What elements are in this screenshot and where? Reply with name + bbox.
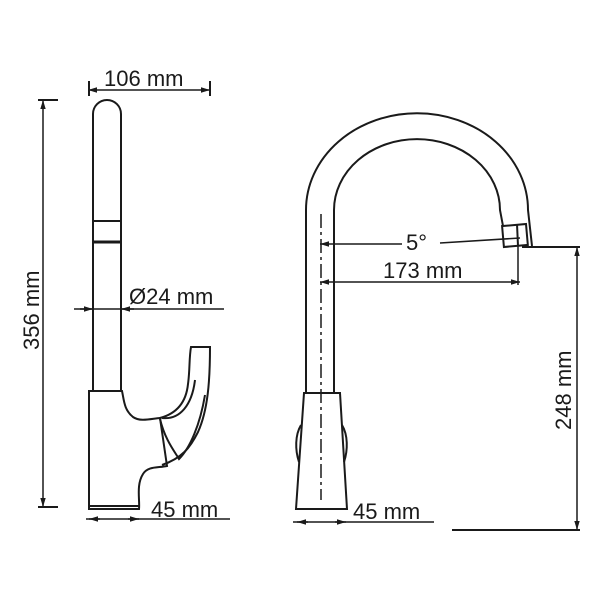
pipe-diameter-label: Ø24 mm <box>129 284 214 309</box>
side-view <box>38 81 230 522</box>
front-handle-right <box>341 424 348 463</box>
reach-dimension-line <box>88 81 211 96</box>
height-dimension-line <box>38 99 58 508</box>
aerator-angle-label: 5° <box>406 230 428 255</box>
front-reach-dimension-line <box>320 246 520 285</box>
side-body <box>88 390 169 510</box>
spout-height-dimension-line <box>452 246 580 531</box>
side-reach-label: 106 mm <box>104 66 184 91</box>
front-handle-left <box>295 424 302 463</box>
front-base-width-label: 45 mm <box>353 499 421 524</box>
angle-dimension-line <box>320 237 521 247</box>
total-height-label: 356 mm <box>19 270 44 350</box>
side-handle <box>159 346 212 466</box>
side-pipe <box>92 99 122 390</box>
front-reach-label: 173 mm <box>383 258 463 283</box>
front-view <box>293 112 580 531</box>
spout-inner <box>333 138 504 393</box>
aerator <box>501 222 529 249</box>
side-base-width-label: 45 mm <box>151 497 219 522</box>
spout-height-label: 248 mm <box>551 350 576 430</box>
spout-outer <box>305 112 533 393</box>
